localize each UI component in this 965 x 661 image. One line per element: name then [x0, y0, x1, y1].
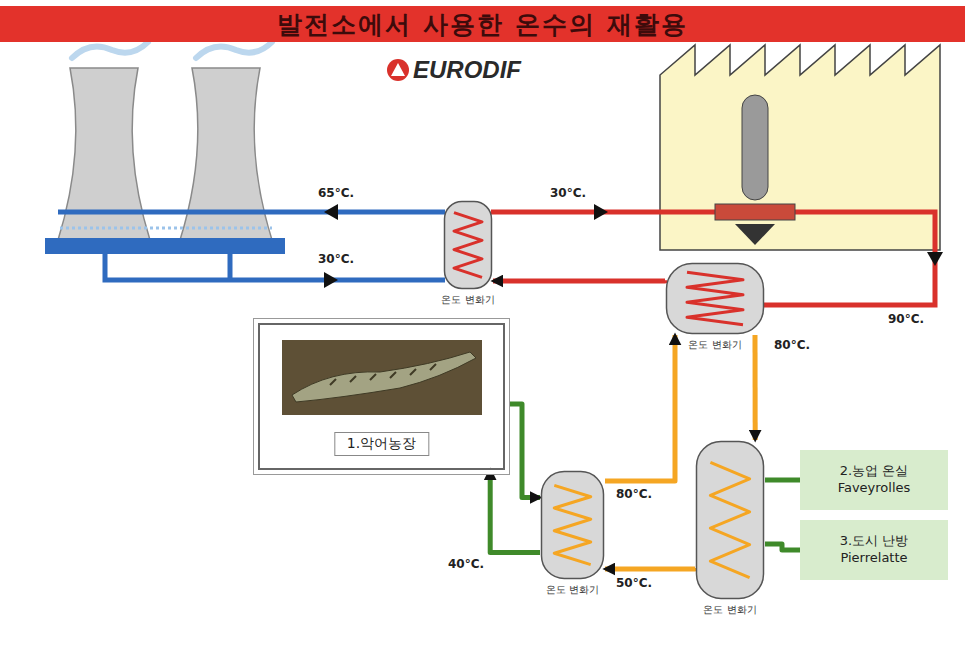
steam — [72, 42, 272, 58]
cold-pipe — [58, 210, 445, 215]
cold-pipe — [105, 254, 445, 280]
exchanger-shape — [443, 200, 493, 290]
heat-exchanger: 온도 변화기 — [540, 470, 605, 580]
factory — [660, 45, 940, 250]
site-label: 2.농업 온실 Faveyrolles — [808, 463, 940, 497]
exchanger-shape — [695, 440, 765, 600]
steam-plume — [196, 42, 272, 58]
reactor-base — [735, 224, 775, 245]
farm-box: 1.악어농장 — [258, 323, 505, 470]
reactor-core — [715, 204, 795, 220]
pipe-connector — [765, 544, 800, 550]
exchanger-body — [445, 202, 492, 289]
temperature-label: 50°C. — [614, 576, 654, 590]
pipe-connector — [493, 278, 665, 284]
crocodile — [292, 352, 476, 402]
heat-exchanger: 온도 변화기 — [443, 200, 493, 290]
logo-mark — [391, 63, 405, 76]
temperature-label: 90°C. — [886, 312, 926, 326]
crocodile-scales — [330, 364, 436, 385]
pipe-connector — [605, 568, 695, 569]
temperature-label: 80°C. — [772, 338, 812, 352]
temperature-label: 30°C. — [548, 186, 588, 200]
pipe-connector — [490, 470, 540, 553]
farm-label: 1.악어농장 — [334, 432, 429, 456]
steam-plume — [72, 42, 148, 58]
exchanger-body — [542, 472, 604, 579]
exchanger-body — [667, 264, 764, 334]
cold-pipe — [228, 254, 233, 280]
title: 발전소에서 사용한 온수의 재활용 — [277, 8, 687, 41]
flow-arrow — [324, 272, 338, 288]
pipe-connector — [505, 404, 540, 498]
temperature-label: 30°C. — [316, 252, 356, 266]
exchanger-coil — [454, 213, 482, 278]
exchanger-coil — [710, 462, 749, 577]
exchanger-coil — [554, 485, 590, 564]
site-box: 2.농업 온실 Faveyrolles — [800, 450, 948, 510]
exchanger-label: 온도 변화기 — [441, 293, 494, 307]
exchanger-body — [697, 442, 764, 599]
exchanger-label: 온도 변화기 — [703, 603, 756, 617]
temperature-label: 40°C. — [446, 557, 486, 571]
basin — [45, 238, 285, 254]
flow-arrow — [594, 204, 608, 220]
temperature-label: 80°C. — [614, 487, 654, 501]
exchanger-label: 온도 변화기 — [688, 338, 741, 352]
site-box: 3.도시 난방 Pierrelatte — [800, 520, 948, 580]
flow-arrow — [927, 252, 943, 266]
heat-exchanger: 온도 변화기 — [665, 262, 765, 335]
exchanger-shape — [540, 470, 605, 580]
crocodile-photo — [282, 340, 482, 415]
site-label: 3.도시 난방 Pierrelatte — [808, 533, 940, 567]
heat-exchanger: 온도 변화기 — [695, 440, 765, 600]
temperature-label: 65°C. — [316, 186, 356, 200]
reactor — [742, 95, 768, 200]
logo-mark — [387, 59, 409, 81]
exchanger-coil — [687, 272, 743, 325]
title-banner: 발전소에서 사용한 온수의 재활용 — [0, 6, 965, 42]
flow-arrow — [324, 204, 338, 220]
exchanger-shape — [665, 262, 765, 335]
logo-text: EURODIF — [413, 56, 521, 84]
pipe-connector — [753, 335, 758, 440]
pipe-connector — [605, 335, 675, 481]
exchanger-label: 온도 변화기 — [546, 583, 599, 597]
pipe-connector — [765, 478, 800, 483]
spray — [60, 227, 272, 230]
